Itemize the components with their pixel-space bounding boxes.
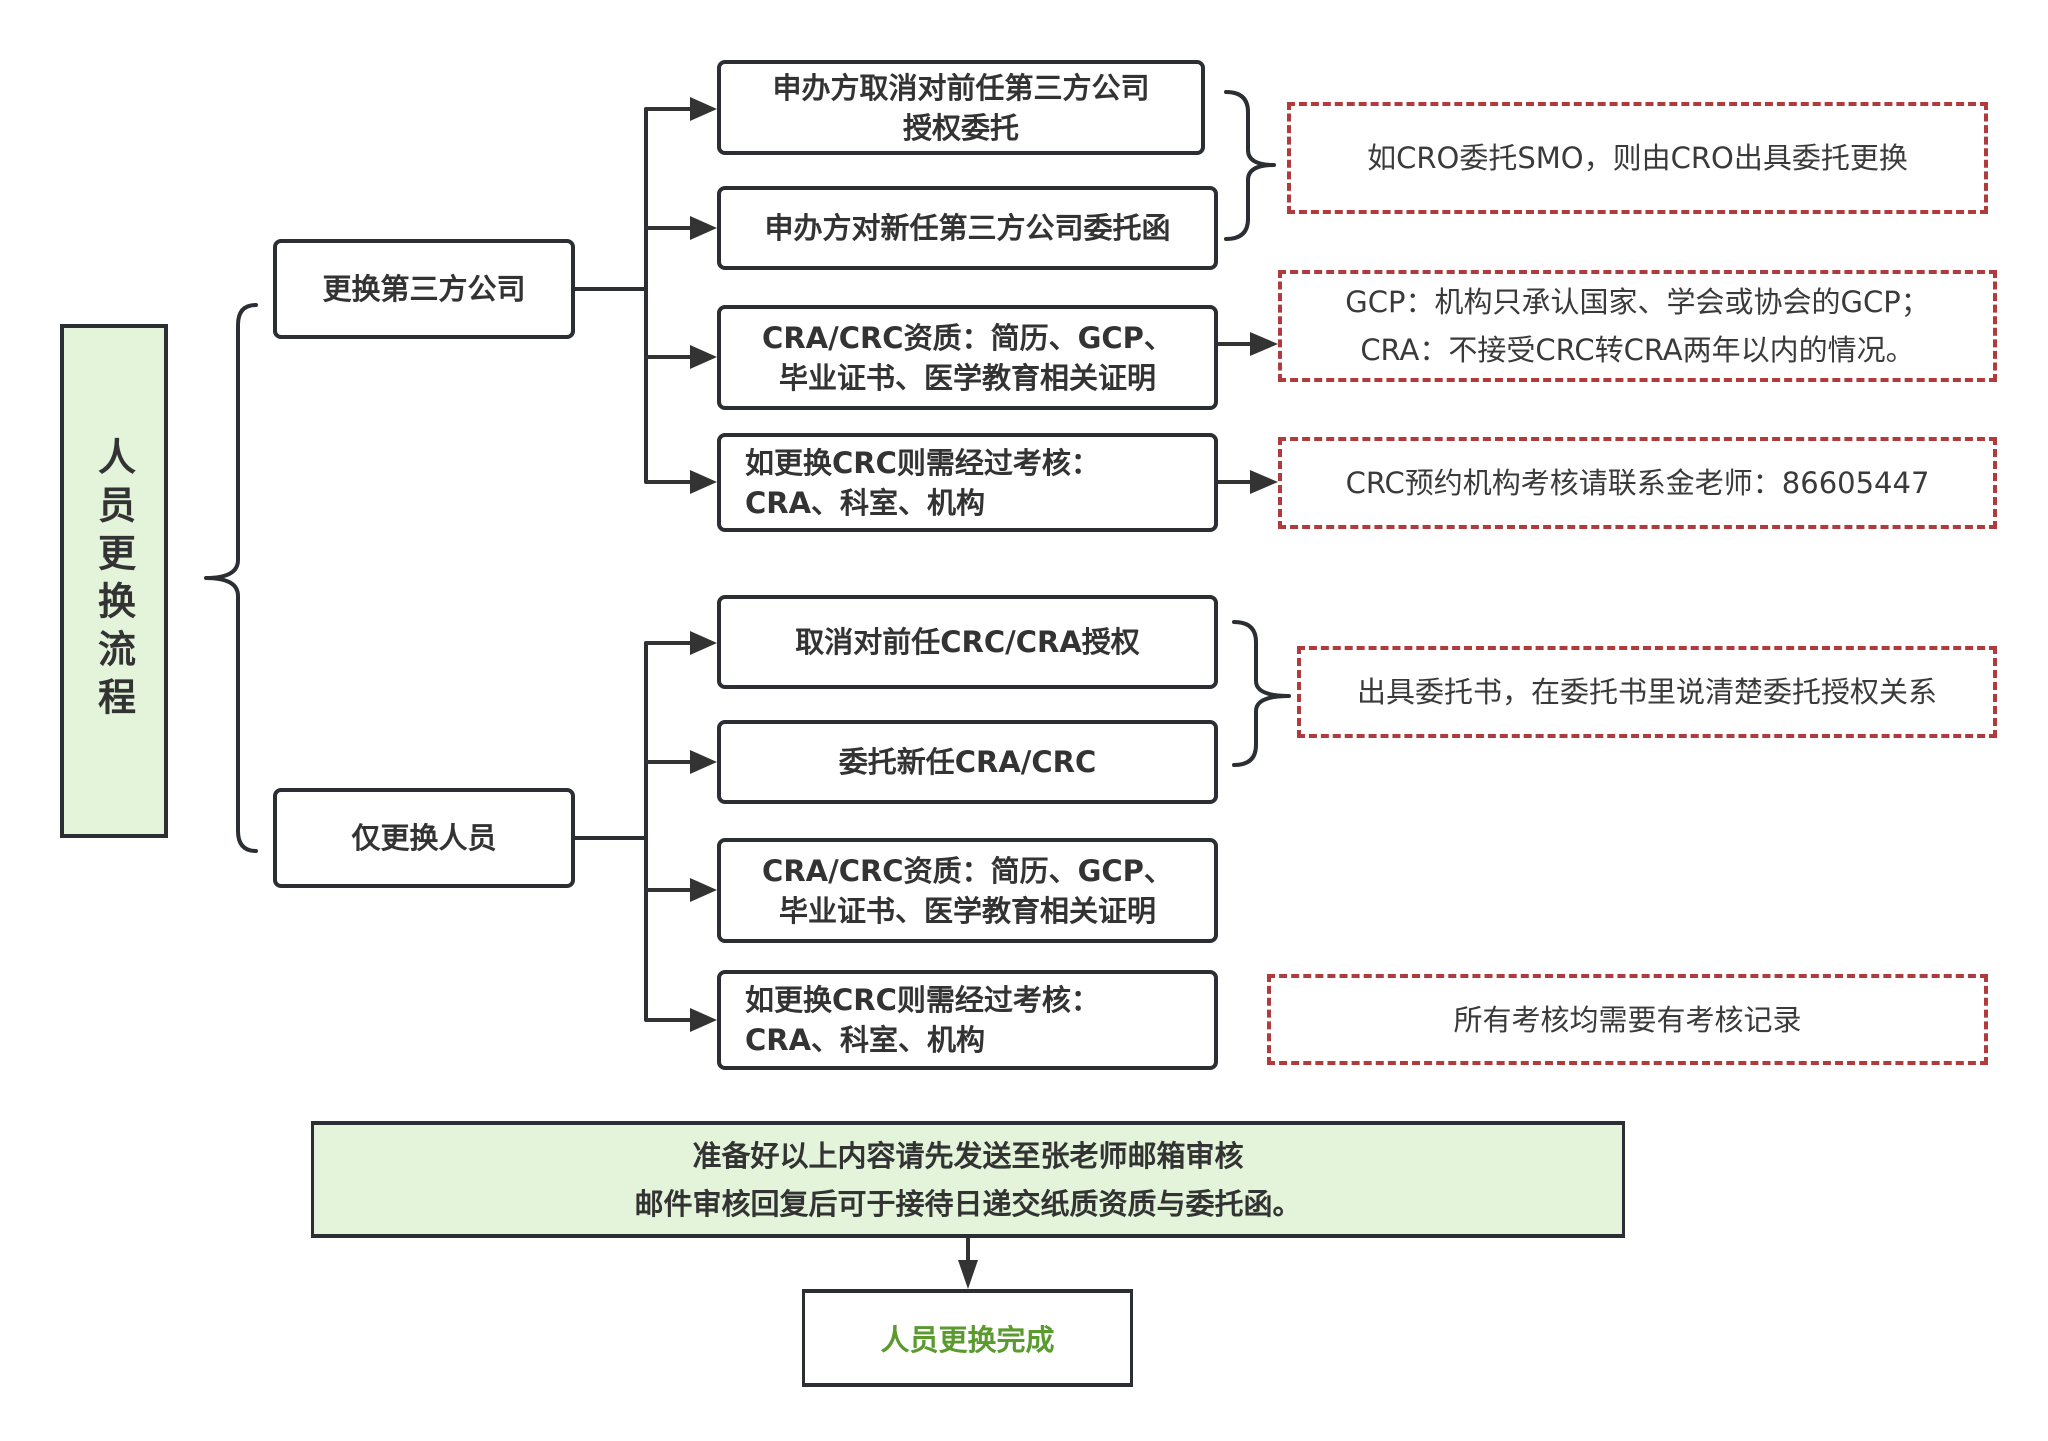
step-text: CRA/CRC资质：简历、GCP、 毕业证书、医学教育相关证明 bbox=[762, 320, 1173, 395]
arrowhead-icon bbox=[1250, 332, 1278, 356]
branch-personnel-only[interactable]: 仅更换人员 bbox=[273, 788, 575, 888]
arrowhead-icon bbox=[690, 345, 717, 369]
arrowhead-icon bbox=[690, 97, 717, 121]
note-brace-1 bbox=[1224, 90, 1276, 241]
step-text: CRA/CRC资质：简历、GCP、 毕业证书、医学教育相关证明 bbox=[762, 853, 1173, 928]
note-cro-smo: 如CRO委托SMO，则由CRO出具委托更换 bbox=[1287, 102, 1988, 214]
branch-third-party[interactable]: 更换第三方公司 bbox=[273, 239, 575, 339]
summary-line-2: 邮件审核回复后可于接待日递交纸质资质与委托函。 bbox=[634, 1186, 1302, 1221]
step-text: 委托新任CRA/CRC bbox=[838, 745, 1097, 779]
summary-box[interactable]: 准备好以上内容请先发送至张老师邮箱审核 邮件审核回复后可于接待日递交纸质资质与委… bbox=[311, 1121, 1625, 1238]
step-text: 如更换CRC则需经过考核： CRA、科室、机构 bbox=[745, 983, 1100, 1057]
step-new-company-letter[interactable]: 申办方对新任第三方公司委托函 bbox=[717, 186, 1218, 270]
step-text: 取消对前任CRC/CRA授权 bbox=[795, 625, 1140, 659]
arrowheads bbox=[690, 97, 1278, 1289]
step-revoke-previous-crc-cra[interactable]: 取消对前任CRC/CRA授权 bbox=[717, 595, 1218, 689]
note-text: CRC预约机构考核请联系金老师：86605447 bbox=[1345, 466, 1930, 500]
note-brace-2 bbox=[1232, 620, 1291, 767]
note-crc-contact: CRC预约机构考核请联系金老师：86605447 bbox=[1278, 437, 1997, 529]
arrowhead-icon bbox=[958, 1260, 978, 1289]
arrowhead-icon bbox=[690, 216, 717, 240]
note-text: 所有考核均需要有考核记录 bbox=[1453, 1002, 1802, 1037]
note-text: 如CRO委托SMO，则由CRO出具委托更换 bbox=[1367, 141, 1908, 175]
root-title: 人员更换流程 bbox=[91, 437, 136, 725]
arrowhead-icon bbox=[690, 878, 717, 902]
arrowhead-icon bbox=[690, 631, 717, 655]
step-qualifications[interactable]: CRA/CRC资质：简历、GCP、 毕业证书、医学教育相关证明 bbox=[717, 838, 1218, 943]
arrowhead-icon bbox=[690, 470, 717, 494]
arrowhead-icon bbox=[690, 750, 717, 774]
branch-label: 更换第三方公司 bbox=[322, 272, 526, 306]
branch-label: 仅更换人员 bbox=[351, 821, 497, 855]
step-assessment[interactable]: 如更换CRC则需经过考核： CRA、科室、机构 bbox=[717, 433, 1218, 532]
arrowhead-icon bbox=[1250, 470, 1278, 494]
note-gcp-cra-rules: GCP：机构只承认国家、学会或协会的GCP； CRA：不接受CRC转CRA两年以… bbox=[1278, 270, 1997, 382]
step-text: 申办方对新任第三方公司委托函 bbox=[764, 211, 1171, 245]
final-text: 人员更换完成 bbox=[880, 1323, 1055, 1357]
summary-line-1: 准备好以上内容请先发送至张老师邮箱审核 bbox=[692, 1138, 1244, 1173]
step-assessment[interactable]: 如更换CRC则需经过考核： CRA、科室、机构 bbox=[717, 970, 1218, 1070]
final-node[interactable]: 人员更换完成 bbox=[802, 1289, 1133, 1387]
branch2-connector bbox=[573, 641, 648, 1022]
main-brace bbox=[204, 303, 258, 853]
step-qualifications[interactable]: CRA/CRC资质：简历、GCP、 毕业证书、医学教育相关证明 bbox=[717, 305, 1218, 410]
note-delegation-letter: 出具委托书，在委托书里说清楚委托授权关系 bbox=[1297, 646, 1997, 738]
step-text: 申办方取消对前任第三方公司 授权委托 bbox=[772, 70, 1150, 145]
note-text: GCP：机构只承认国家、学会或协会的GCP； CRA：不接受CRC转CRA两年以… bbox=[1345, 285, 1930, 367]
step-delegate-new-cra-crc[interactable]: 委托新任CRA/CRC bbox=[717, 720, 1218, 804]
root-node[interactable]: 人员更换流程 bbox=[60, 324, 168, 838]
note-text: 出具委托书，在委托书里说清楚委托授权关系 bbox=[1356, 675, 1937, 709]
branch1-connector bbox=[573, 107, 648, 484]
note-assessment-records: 所有考核均需要有考核记录 bbox=[1267, 974, 1988, 1065]
step-text: 如更换CRC则需经过考核： CRA、科室、机构 bbox=[745, 445, 1100, 520]
arrowhead-icon bbox=[690, 1008, 717, 1032]
step-revoke-previous-company[interactable]: 申办方取消对前任第三方公司 授权委托 bbox=[717, 60, 1205, 155]
